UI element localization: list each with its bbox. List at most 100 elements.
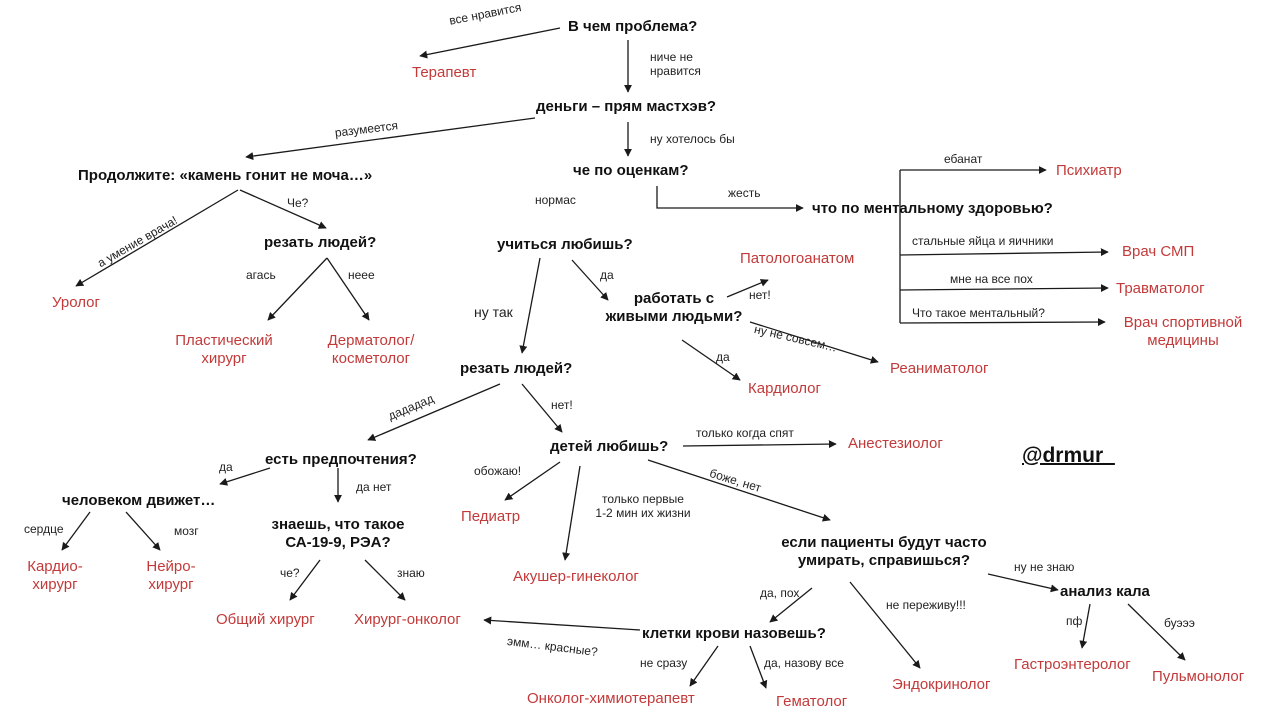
result-urologist: Уролог [52, 294, 100, 311]
edge-study-living [571, 259, 609, 301]
label-che: Че? [287, 196, 309, 210]
question-stool: анализ кала [1060, 583, 1150, 600]
edge-children-obstetrician [562, 465, 581, 561]
label-not-at-once: не сразу [640, 656, 688, 670]
edge-children-anesthesiologist [682, 440, 837, 449]
result-hematologist: Гематолог [776, 693, 848, 710]
edge-grades-mental [656, 186, 804, 212]
edge-stool-pulmonologist [1127, 603, 1186, 661]
label-yes-cardio: да [716, 350, 730, 364]
edge-blood-onco [483, 616, 641, 631]
edge-cut1-dermatologist [326, 257, 370, 321]
label-nooo: неее [348, 268, 375, 282]
label-no-children: нет! [551, 398, 573, 412]
edge-cut1-plastic [267, 257, 328, 321]
result-obstetrician: Акушер-гинеколог [513, 568, 639, 585]
result-cardiosurgeon: Кардио- хирург [27, 558, 83, 593]
result-general-surgeon: Общий хирург [216, 611, 315, 628]
label-know: знаю [397, 566, 425, 580]
label-dont-care: мне на все пох [950, 272, 1033, 286]
edge-stool-gastro [1079, 603, 1091, 649]
question-pref: есть предпочтения? [265, 451, 417, 468]
result-chemotherapist: Онколог-химиотерапевт [527, 690, 695, 707]
edge-drives-cardiosurgeon [61, 511, 91, 551]
result-sports-medicine: Врач спортивной медицины [1123, 314, 1243, 349]
edge-pref-drives [219, 467, 271, 486]
label-yes-no: да нет [356, 480, 392, 494]
result-traumatologist: Травматолог [1116, 280, 1205, 297]
label-only-sleep: только когда спят [696, 426, 794, 440]
edge-blood-chemo [689, 645, 719, 687]
edge-dying-endocrinologist [849, 581, 921, 669]
edge-continue-cut1 [239, 189, 327, 229]
question-grades: че по оценкам? [573, 162, 689, 179]
label-yes-name: да, назову все [764, 656, 844, 670]
result-reanimatologist: Реаниматолог [890, 360, 989, 377]
edge-ca-general [289, 559, 321, 601]
question-cut1: резать людей? [264, 234, 377, 251]
label-yes-living: да [600, 268, 614, 282]
question-study: учиться любишь? [497, 236, 633, 253]
edge-study-cut2 [519, 257, 541, 354]
edge-mental-traumatologist [899, 284, 1109, 293]
edge-root-therapist [419, 27, 561, 59]
result-pediatrician: Педиатр [461, 508, 521, 525]
question-blood: клетки крови назовешь? [642, 625, 826, 642]
edge-money-continue [245, 117, 536, 161]
edge-blood-hematologist [749, 645, 768, 689]
edge-children-pediatrician [504, 461, 561, 501]
question-root: В чем проблема? [568, 18, 698, 35]
edge-living-reanimatologist [749, 321, 879, 364]
result-gastroenterologist: Гастроэнтеролог [1014, 656, 1131, 673]
label-normal: нормас [535, 193, 576, 207]
label-awful: жесть [728, 186, 761, 200]
result-pathologist: Патологоанатом [740, 250, 855, 267]
result-plastic-surgeon: Пластический хирург [175, 332, 273, 367]
label-heart: сердце [24, 522, 64, 536]
question-ca: знаешь, что такое СА-19-9, РЭА? [271, 516, 405, 551]
label-so-so: ну так [474, 304, 513, 320]
edge-dying-stool [987, 573, 1059, 593]
label-would-like: ну хотелось бы [650, 132, 735, 146]
label-no-living: нет! [749, 288, 771, 302]
label-yes-drives: да [219, 460, 233, 474]
author-tag: @drmur_ [1022, 444, 1115, 467]
edge-living-cardiologist [681, 339, 741, 381]
edge-continue-urologist [75, 189, 239, 287]
edge-drives-neurosurgeon [125, 511, 161, 551]
result-neurosurgeon: Нейро- хирург [146, 558, 196, 593]
result-anesthesiologist: Анестезиолог [848, 435, 943, 452]
question-mental: что по ментальному здоровью? [812, 200, 1053, 217]
label-pf: пф [1066, 614, 1083, 628]
question-dying: если пациенты будут часто умирать, справ… [781, 534, 987, 569]
edge-cut2-children [521, 383, 563, 433]
question-money: деньги – прям мастхэв? [536, 98, 717, 115]
edge-ca-onco [364, 559, 406, 601]
edge-children-dying [647, 459, 831, 522]
result-pulmonologist: Пульмонолог [1152, 668, 1245, 685]
label-che2: че? [280, 566, 300, 580]
result-endocrinologist: Эндокринолог [892, 676, 991, 693]
edge-mental-smp [899, 248, 1109, 257]
result-psychiatrist: Психиатр [1056, 162, 1122, 179]
result-onco-surgeon: Хирург-онколог [354, 611, 461, 628]
question-continue: Продолжите: «камень гонит не моча…» [78, 167, 373, 184]
result-smp: Врач СМП [1122, 243, 1195, 260]
edge-living-pathologist [726, 279, 769, 298]
edge-dying-blood [769, 587, 813, 623]
question-children: детей любишь? [550, 438, 669, 455]
label-adore: обожаю! [474, 464, 522, 478]
label-yuck: буэээ [1164, 616, 1195, 630]
label-first-minutes: только первые 1-2 мин их жизни [595, 492, 691, 521]
question-drives: человеком движет… [62, 492, 216, 509]
question-living: работать с живыми людьми? [605, 290, 743, 325]
label-dunno: ну не знаю [1014, 560, 1075, 574]
label-fucked: ебанат [944, 152, 983, 166]
edge-cut2-pref [367, 383, 501, 441]
label-wont-worry: не переживу!!! [886, 598, 966, 612]
result-cardiologist: Кардиолог [748, 380, 821, 397]
label-dislikes: ниче не нравится [650, 50, 701, 79]
label-yes-whatever: да, пох [760, 586, 800, 600]
